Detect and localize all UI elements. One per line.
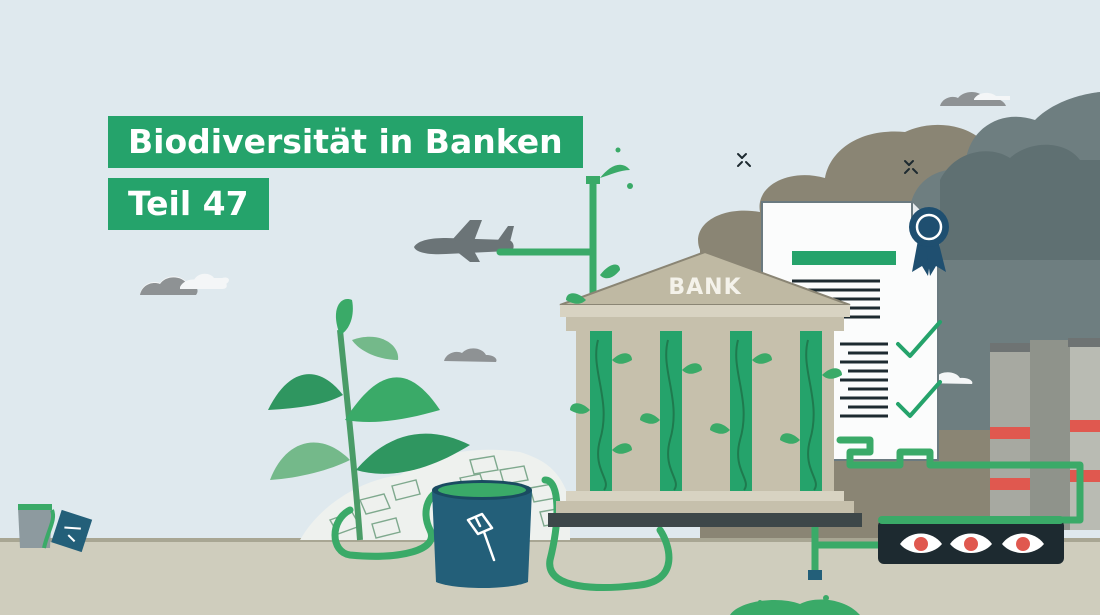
title-line-1: Biodiversität in Banken (108, 116, 583, 168)
plant-icon (268, 299, 470, 541)
cloud-icon (974, 92, 1010, 100)
pipe-drip (730, 570, 860, 615)
bank-building: BANK (548, 250, 862, 527)
paint-bucket-icon (432, 480, 532, 588)
cloud-icon (444, 348, 497, 362)
eye-icon (950, 533, 992, 553)
bank-label: BANK (668, 275, 741, 300)
sparkle-icon (737, 153, 751, 167)
eye-icon (1002, 533, 1044, 553)
seal-ribbon-icon (909, 207, 949, 276)
title-line-2: Teil 47 (108, 178, 269, 230)
airplane-icon (414, 220, 514, 262)
paint-brush-icon (466, 512, 496, 562)
cloud-icon (140, 273, 229, 295)
checkmark-icon (896, 380, 942, 418)
eye-icon (900, 533, 942, 553)
factory-chimney-icon (990, 338, 1100, 530)
paint-bucket-icon (18, 504, 93, 553)
checkmark-icon (896, 320, 942, 358)
cloud-icon (940, 92, 1006, 106)
pipe-splash (586, 147, 633, 189)
eye-monitor-box (878, 516, 1064, 564)
sparkle-icon (904, 160, 918, 174)
